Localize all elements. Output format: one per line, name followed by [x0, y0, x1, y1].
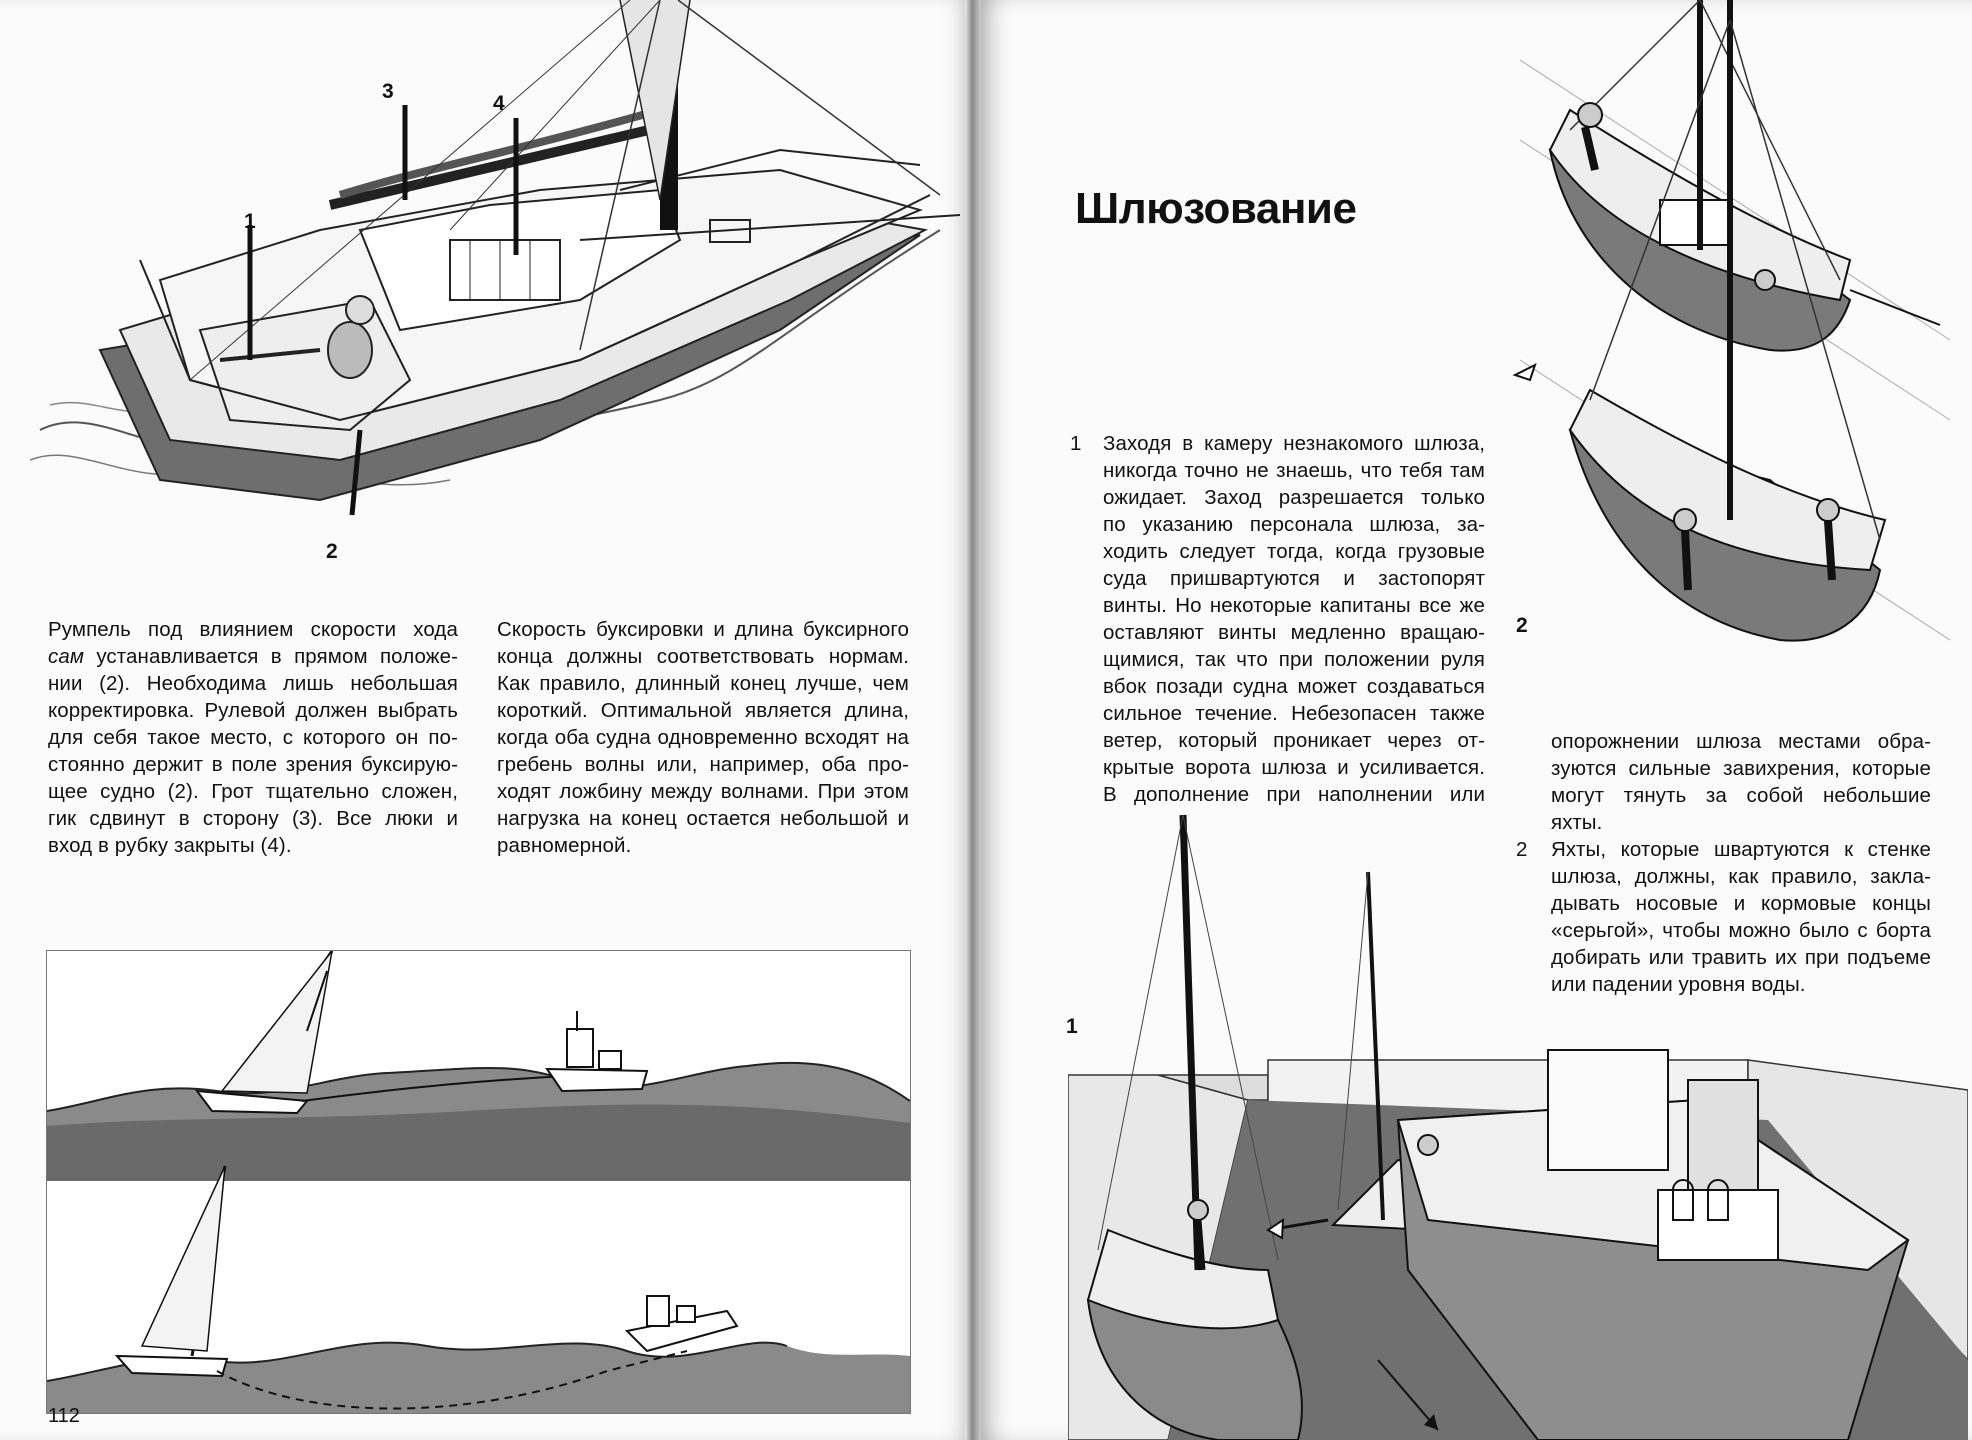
text-line: вход в рубку закрыты (4).: [48, 834, 292, 857]
text-line: ожидает. Заход разрешается только: [1103, 486, 1485, 509]
text-line: нии (2). Необходима лишь небольшая: [48, 672, 458, 695]
text-line: короткий. Оптимальной является длина,: [497, 699, 909, 722]
text-line: Заходя в камеру незнакомого шлюза,: [1103, 432, 1485, 455]
text-line: конца должны соответствовать нормам.: [497, 645, 909, 668]
figure-callout-2: 2: [326, 540, 338, 563]
illustration-towed-sailboat: [20, 0, 960, 600]
text-line: по указанию персонала шлюза, за-: [1103, 513, 1485, 536]
text-line: щимися, так что при положении руля: [1103, 648, 1485, 671]
text-line: когда оба судна одновременно всходят на: [497, 726, 909, 749]
text-line: дывать носовые и кормовые концы: [1551, 892, 1931, 915]
text-line: зуются сильные завихрения, которые: [1551, 757, 1931, 780]
item-1-text: Заходя в камеру незнакомого шлюза, никог…: [1103, 430, 1485, 808]
text-line: ходить следует тогда, когда грузовые: [1103, 540, 1485, 563]
text-line: корректировка. Рулевой должен выбрать: [48, 699, 458, 722]
text-line: никогда точно не знаешь, что тебя там: [1103, 459, 1485, 482]
figure-label-2: 2: [1516, 614, 1528, 637]
figure-callout-1: 1: [244, 210, 256, 233]
page-title: Шлюзование: [1075, 184, 1357, 233]
list-number-2: 2: [1516, 838, 1528, 861]
text-line: винты. Но некоторые капитаны все же: [1103, 594, 1485, 617]
text-line: оставляют винты медленно вращаю-: [1103, 621, 1485, 644]
text-line: опорожнении шлюза местами обра-: [1551, 730, 1931, 753]
illustration-towing-waves: [46, 950, 911, 1414]
text-line: сам устанавливается в прямом положе-: [48, 643, 458, 670]
text-line: добирать или травить их при подъеме: [1551, 946, 1931, 969]
text-line: «серьгой», чтобы можно было с борта: [1551, 919, 1931, 942]
list-number-1: 1: [1070, 432, 1082, 455]
text-line: крытые ворота шлюза и усиливается.: [1103, 756, 1485, 779]
text-line: сильное течение. Небезопасен также: [1103, 702, 1485, 725]
text-line: для себя такое место, с которого он по-: [48, 726, 458, 749]
figure-label-1: 1: [1066, 1015, 1078, 1038]
text-line: гик сдвинут в сторону (3). Все люки и: [48, 807, 458, 830]
text-line-rest: устанавливается в прямом положе-: [84, 645, 458, 668]
text-line: нагрузка на конец остается небольшой и: [497, 807, 909, 830]
figure-callout-4: 4: [493, 92, 505, 115]
item-2-text: Яхты, которые швартуются к стенке шлюза,…: [1551, 836, 1931, 998]
text-line: Как правило, длинный конец лучше, чем: [497, 672, 909, 695]
book-gutter: [965, 0, 981, 1440]
illustration-lock-chamber: [1068, 800, 1968, 1440]
text-line: Скорость буксировки и длина буксирного: [497, 618, 909, 641]
text-line: ходят ложбину между волнами. При этом: [497, 780, 909, 803]
text-line: ветер, который проникает через от-: [1103, 729, 1485, 752]
paragraph-towing-steering: Румпель под влиянием скорости хода сам у…: [48, 616, 458, 859]
text-line: равномерной.: [497, 834, 632, 857]
text-line: или падении уровня воды.: [1551, 973, 1806, 996]
page-number: 112: [48, 1405, 80, 1427]
text-line: вбок позади судна может создаваться: [1103, 675, 1485, 698]
text-line: могут тянуть за собой небольшие: [1551, 784, 1931, 807]
text-line: гребень волны или, например, оба про-: [497, 753, 909, 776]
paragraph-towing-line-length: Скорость буксировки и длина буксирного к…: [497, 616, 909, 859]
illustration-yachts-mooring: [1510, 0, 1960, 680]
text-line: щее судно (2). Грот тщательно сложен,: [48, 780, 458, 803]
text-line: шлюза, должны, как правило, закла-: [1551, 865, 1931, 888]
text-line: стоянно держит в поле зрения буксирую-: [48, 753, 458, 776]
text-line: суда пришвартуются и застопорят: [1103, 567, 1485, 590]
text-line: В дополнение при наполнении или: [1103, 783, 1485, 806]
figure-callout-3: 3: [382, 80, 394, 103]
item-1-continuation: опорожнении шлюза местами обра- зуются с…: [1551, 728, 1931, 836]
text-line: Румпель под влиянием скорости хода: [48, 618, 458, 641]
text-line: Яхты, которые швартуются к стенке: [1551, 838, 1931, 861]
text-line: яхты.: [1551, 811, 1603, 834]
italic-word: сам: [48, 645, 85, 668]
